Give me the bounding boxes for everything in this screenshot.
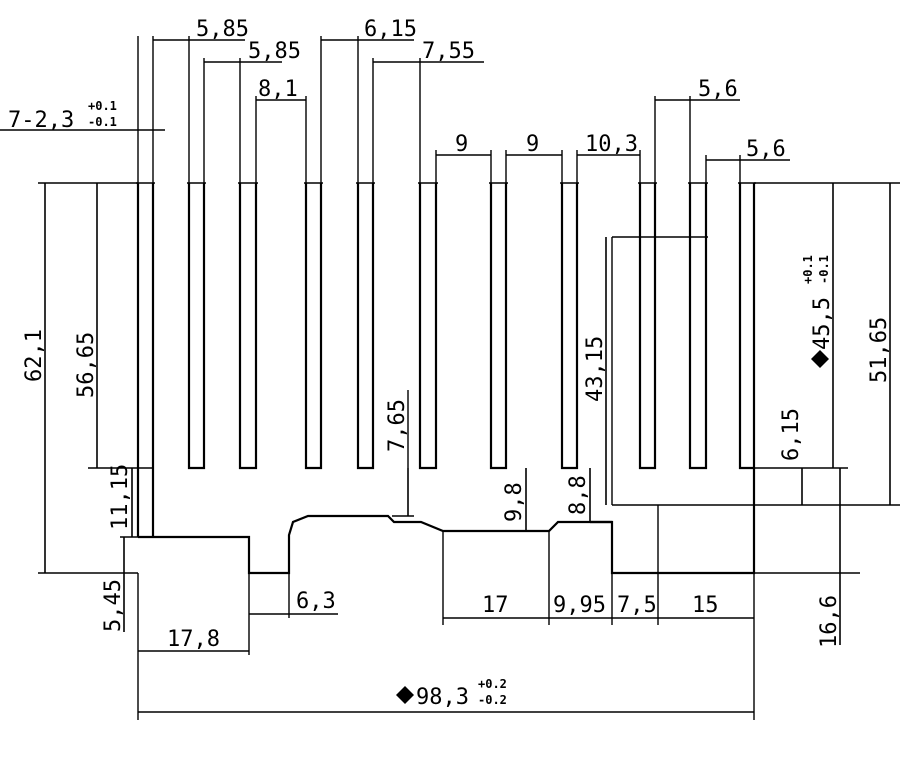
diamond-symbol-horizontal [396,686,414,704]
dim-width-15: 15 [692,593,719,618]
dim-height-43-15: 43,15 [583,336,608,402]
fin-1 [136,183,155,537]
base-contour [138,468,756,575]
dim-height-45-5-tol-lower: -0.1 [817,255,831,284]
fin-4 [304,183,323,470]
dim-height-56-65: 56,65 [74,332,99,398]
dim-fin-thickness-tol-upper: +0.1 [88,99,117,113]
dim-height-6-15: 6,15 [779,408,804,461]
dim-gap-7-55: 7,55 [422,39,475,64]
dim-gap-5-6-b: 5,6 [746,137,786,162]
heatsink-outline [136,182,756,575]
dim-fin-thickness-tol-lower: -0.1 [88,115,117,129]
dim-height-62-1: 62,1 [22,329,47,382]
dim-height-9-8: 9,8 [502,482,527,522]
fin-9 [638,183,657,470]
dim-gap-5-6-a: 5,6 [698,77,738,102]
dim-total-width-tol-lower: -0.2 [478,693,507,707]
dim-width-17-8: 17,8 [167,627,220,652]
dim-gap-10-3: 10,3 [585,132,638,157]
dim-gap-5-85-b: 5,85 [248,39,301,64]
dim-width-6-3: 6,3 [296,589,336,614]
dim-gap-8-1: 8,1 [258,77,298,102]
fin-3 [238,183,258,470]
dim-height-45-5-tol-upper: +0.1 [801,255,815,284]
fin-10 [688,183,708,470]
fin-11 [738,183,756,470]
diamond-symbol-vertical [811,350,829,368]
dim-height-11-15: 11,15 [108,464,133,530]
dim-height-7-65: 7,65 [385,399,410,452]
dim-gap-6-15: 6,15 [364,17,417,42]
fin-8 [560,183,579,470]
fin-2 [187,183,206,470]
dim-gap-9-a: 9 [455,132,468,157]
dim-width-17: 17 [482,593,509,618]
dim-width-9-95: 9,95 [553,593,606,618]
dim-height-5-45: 5,45 [101,579,126,632]
dim-gap-5-85-a: 5,85 [196,17,249,42]
fin-7 [489,183,508,470]
dim-fin-thickness: 7-2,3 [8,108,74,133]
fin-6 [418,183,438,470]
dimension-lines [0,39,891,713]
dim-height-51-65: 51,65 [867,317,892,383]
dim-height-45-5: 45,5 [810,297,835,350]
dimension-labels: 5,85 5,85 6,15 8,1 7,55 7-2,3 +0.1 -0.1 … [8,17,892,710]
dim-height-8-8: 8,8 [566,475,591,515]
dim-gap-9-b: 9 [526,132,539,157]
dim-width-7-5: 7,5 [617,593,657,618]
dim-total-width: 98,3 [416,685,469,710]
dim-total-width-tol-upper: +0.2 [478,677,507,691]
fin-5 [356,183,375,470]
dim-height-16-6: 16,6 [817,595,842,648]
